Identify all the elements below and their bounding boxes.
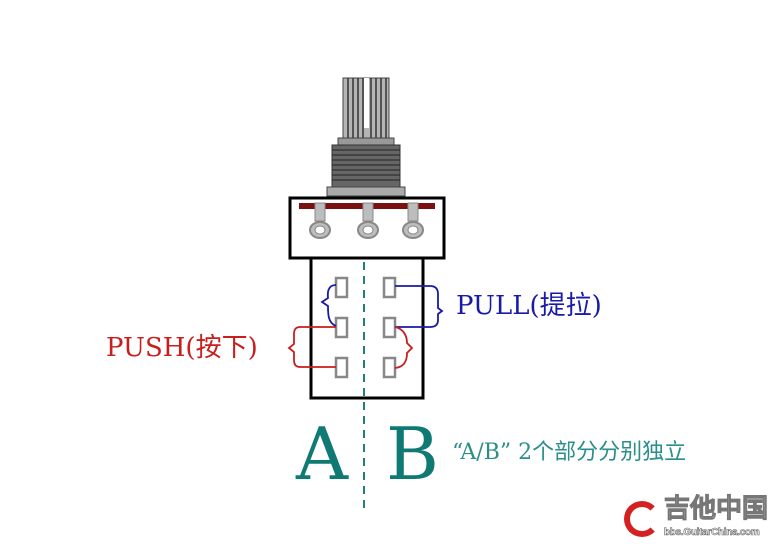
threaded-bushing [326,137,406,197]
pull-brackets [320,284,444,328]
dragon-logo-icon [624,501,660,537]
independence-note: “A/B” 2个部分分别独立 [452,440,687,465]
pot-shaft [342,77,390,141]
watermark-title: 吉他中国 [663,494,769,524]
pot-lugs [309,202,424,239]
switch-lugs [334,276,397,379]
side-b-label: B [386,412,439,496]
push-label: PUSH(按下) [106,333,258,363]
side-a-label: A [296,412,348,496]
switch-body [309,256,425,400]
push-brackets [287,326,414,369]
pull-label: PULL(提拉) [456,291,602,321]
watermark-url: bbs.GuitarChina.com [664,527,760,539]
pot-body [288,196,446,260]
watermark-logo: 吉他中国 bbs.GuitarChina.com [622,495,778,545]
